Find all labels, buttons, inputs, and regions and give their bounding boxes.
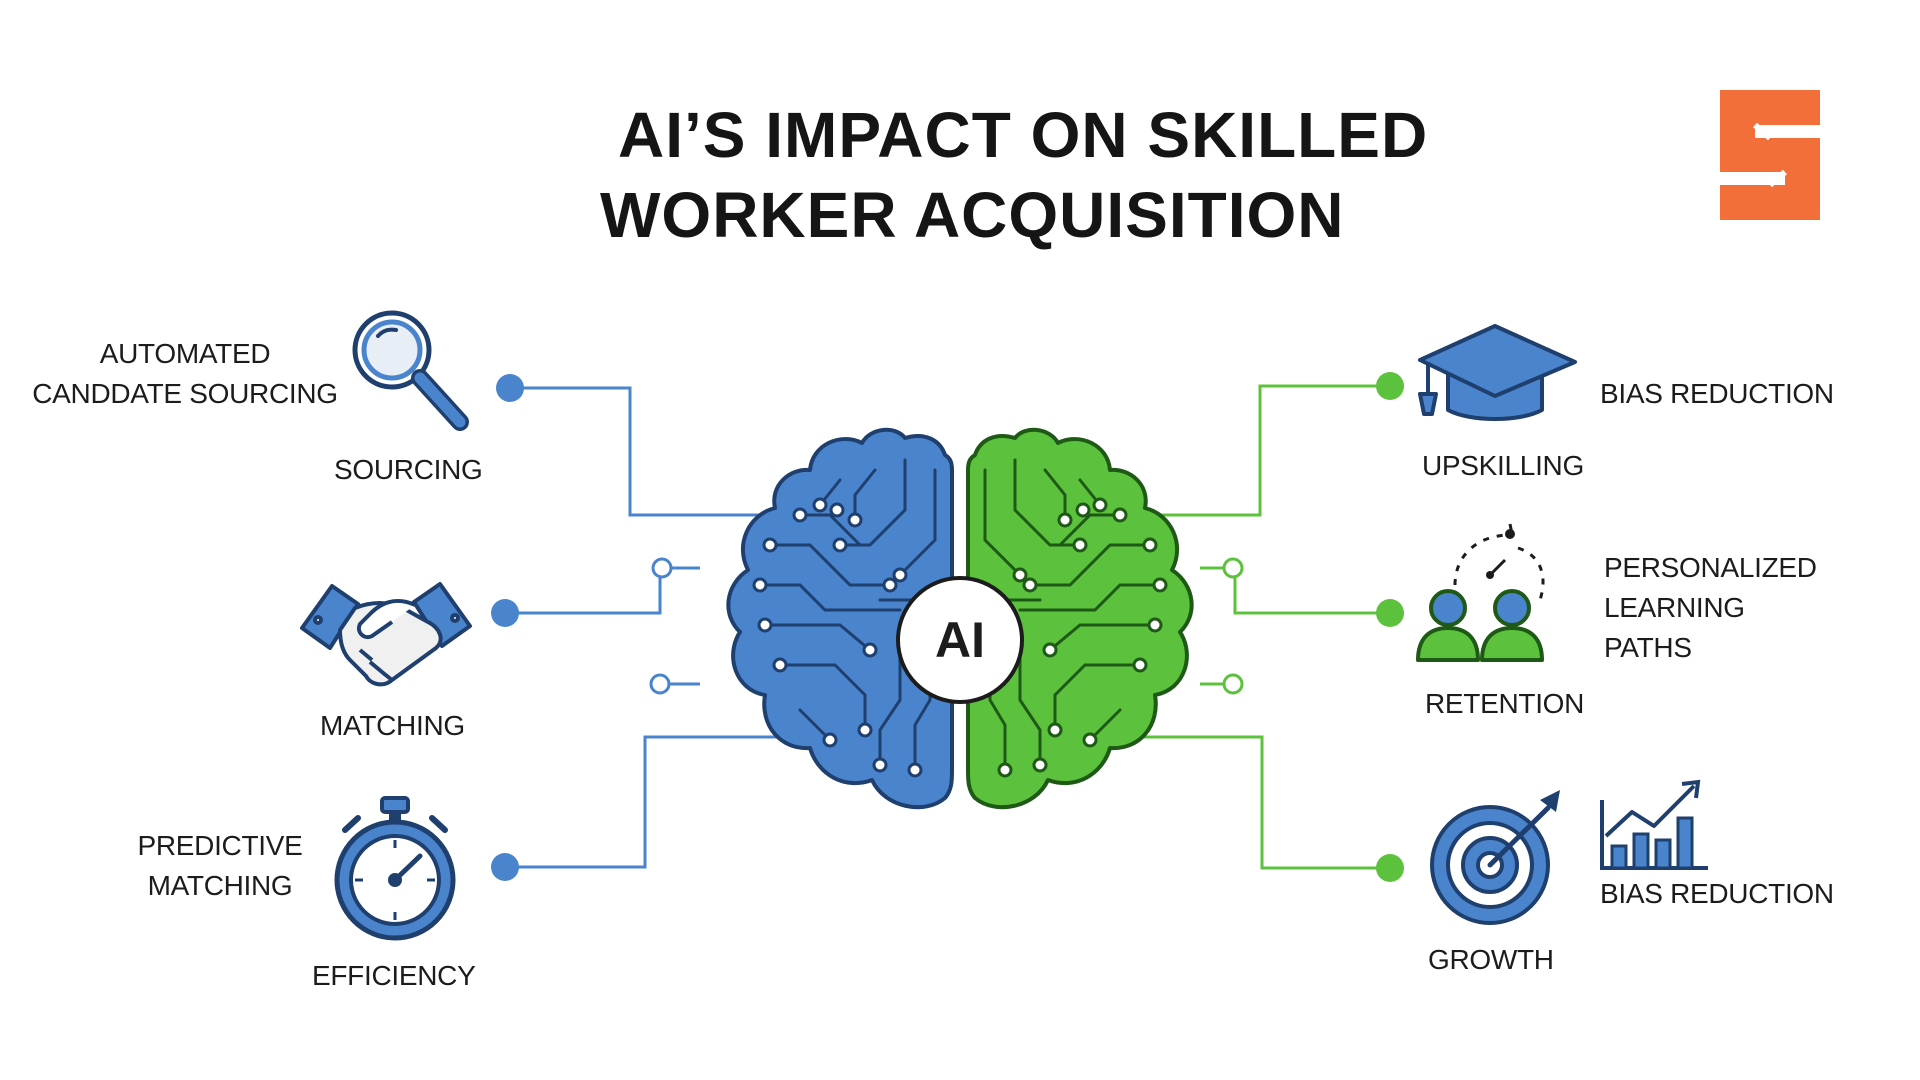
right-connectors	[1110, 384, 1390, 870]
retention-category-label: RETENTION	[1425, 688, 1585, 719]
connector-dot-sourcing	[496, 374, 524, 402]
efficiency-category-label: EFFICIENCY	[312, 960, 476, 991]
upskilling-description: BIAS REDUCTION	[1600, 378, 1834, 409]
matching-category-label: MATCHING	[320, 710, 465, 741]
connector-node	[1222, 557, 1244, 579]
brain-right-hemisphere	[966, 427, 1194, 810]
handshake-icon	[300, 582, 472, 687]
target-icon	[1430, 790, 1560, 925]
efficiency-description: PREDICTIVE MATCHING	[137, 830, 303, 901]
connector-dot-retention	[1376, 599, 1404, 627]
sourcing-description: AUTOMATED CANDDATE SOURCING	[32, 338, 338, 409]
stopwatch-icon	[334, 796, 456, 941]
brain-icon	[726, 427, 1194, 810]
connector-dot-efficiency	[491, 853, 519, 881]
connector-node	[651, 557, 673, 579]
retention-description: PERSONALIZED LEARNING PATHS	[1604, 552, 1817, 663]
bar-chart-growth-icon	[1600, 779, 1708, 870]
title-line-1: AI’S IMPACT ON SKILLED	[618, 99, 1429, 171]
connector-dot-upskilling	[1376, 372, 1404, 400]
title-line-2: WORKER ACQUISITION	[600, 179, 1345, 251]
graduation-cap-icon	[1418, 324, 1577, 421]
brain-left-hemisphere	[726, 427, 954, 810]
people-cycle-icon	[1416, 523, 1545, 662]
connector-dot-matching	[491, 599, 519, 627]
magnifying-glass-icon	[352, 310, 469, 431]
growth-category-label: GROWTH	[1428, 944, 1554, 975]
brand-logo-icon	[1720, 90, 1820, 220]
ai-center-circle	[896, 576, 1024, 704]
ai-center-label: AI	[935, 612, 985, 668]
sourcing-category-label: SOURCING	[334, 454, 483, 485]
connector-dot-growth	[1376, 854, 1404, 882]
growth-description: BIAS REDUCTION	[1600, 878, 1834, 909]
connector-node	[649, 673, 671, 695]
page-title: AI’S IMPACT ON SKILLED WORKER ACQUISITIO…	[600, 95, 1500, 255]
upskilling-category-label: UPSKILLING	[1422, 450, 1584, 481]
connector-node	[1222, 673, 1244, 695]
